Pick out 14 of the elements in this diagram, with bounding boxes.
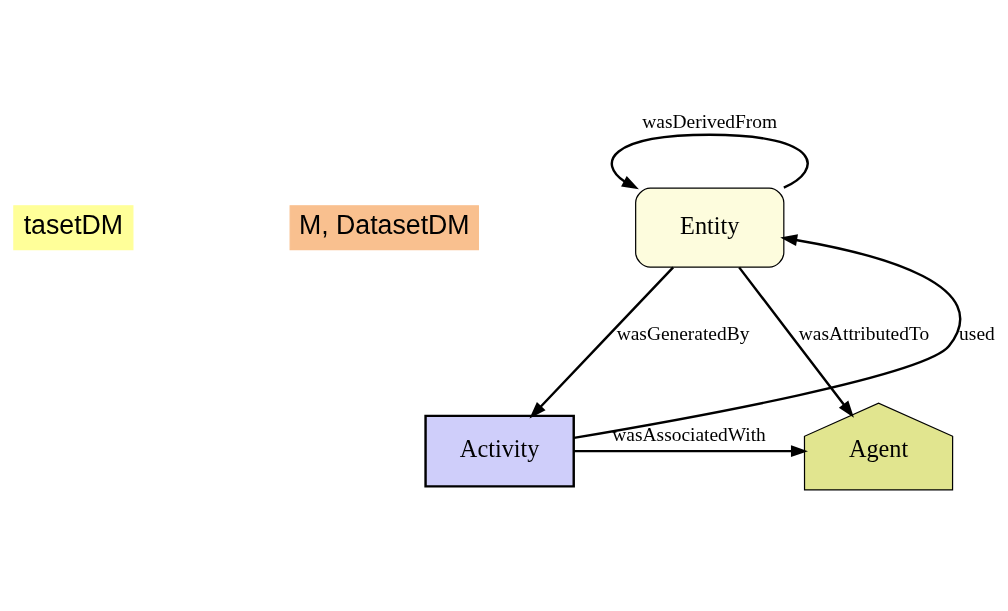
arrow [610, 133, 809, 189]
arrow [573, 444, 808, 457]
arrow [737, 266, 854, 418]
edge-label: wasAttributedTo [798, 322, 929, 344]
edge-label: used [958, 322, 995, 344]
edge-label: wasGeneratedBy [616, 322, 749, 344]
edge-label: wasDerivedFrom [641, 110, 777, 132]
arrow [573, 233, 961, 439]
node-box: tasetDM [12, 204, 133, 250]
node-box: M, DatasetDM [289, 204, 479, 250]
arrow [529, 266, 674, 418]
node-box: Activity [423, 414, 575, 488]
edge-label: wasAssociatedWith [611, 423, 766, 445]
node-box: Entity [634, 187, 784, 268]
